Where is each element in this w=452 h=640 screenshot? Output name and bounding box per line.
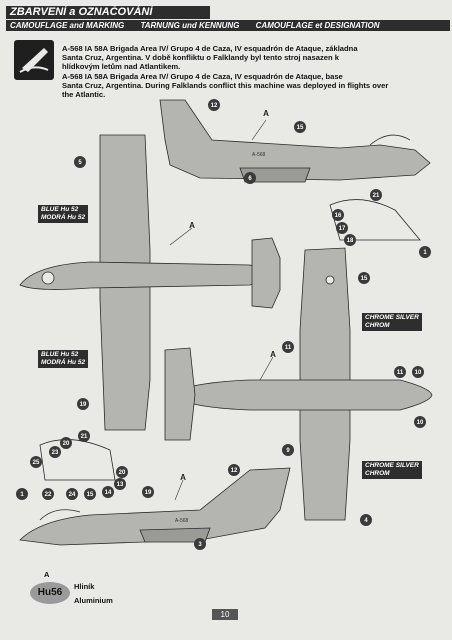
label-text: BLUE Hu 52 [41, 206, 79, 213]
subtitle-cz-en: CAMOUFLAGE and MARKING [10, 21, 125, 30]
legend-color-chip: Hu56 [30, 582, 70, 604]
svg-text:A-568: A-568 [175, 518, 189, 524]
plan-view-top [19, 134, 281, 431]
desc-line: Santa Cruz, Argentina. During Falklands … [62, 80, 389, 90]
label-text: CHROME SILVER [365, 462, 419, 469]
label-text: MODRÁ Hu 52 [41, 359, 86, 366]
label-text: BLUE Hu 52 [41, 351, 79, 358]
chrome-label-bottom: CHROME SILVER CHROM [362, 461, 422, 479]
legend-name-en: Aluminium [74, 596, 113, 605]
canopy-detail [39, 199, 421, 481]
page-number: 10 [212, 609, 238, 620]
side-view-top: A-568 [159, 99, 431, 183]
desc-line: A-568 IA 58A Brigada Area IV/ Grupo 4 de… [62, 71, 343, 81]
page-title: ZBARVENÍ a OZNAČOVÁNÍ [6, 6, 210, 19]
description: A-568 IA 58A Brigada Area IV/ Grupo 4 de… [62, 44, 442, 99]
label-text: CHROM [365, 470, 390, 477]
logo-icon [19, 48, 49, 73]
publisher-logo [14, 40, 54, 80]
subtitle-fr: CAMOUFLAGE et DESIGNATION [255, 21, 380, 30]
plan-view-bottom [164, 247, 433, 521]
desc-line: hlídkovým letům nad Atlantikem. [62, 62, 181, 72]
side-view-bottom: A-568 [19, 467, 291, 546]
label-text: CHROM [365, 322, 390, 329]
subtitle-de: TARNUNG und KENNUNG [140, 21, 240, 30]
label-text: CHROME SILVER [365, 314, 419, 321]
blue-label-bottom: BLUE Hu 52 MODRÁ Hu 52 [38, 350, 89, 368]
chrome-label-top: CHROME SILVER CHROM [362, 313, 422, 331]
blue-label-top: BLUE Hu 52 MODRÁ Hu 52 [38, 205, 89, 223]
desc-line: Santa Cruz, Argentina. V době konfliktu … [62, 53, 339, 63]
subtitle-bar: CAMOUFLAGE and MARKING TARNUNG und KENNU… [6, 20, 450, 31]
label-text: MODRÁ Hu 52 [41, 214, 86, 221]
legend-name-cs: Hliník [74, 582, 95, 591]
svg-text:A-568: A-568 [252, 152, 266, 158]
desc-line: A-568 IA 58A Brigada Area IV/ Grupo 4 de… [62, 44, 358, 53]
leader-lines [169, 119, 274, 501]
legend-marker: A [44, 570, 50, 579]
desc-line: the Atlantic. [62, 90, 106, 100]
